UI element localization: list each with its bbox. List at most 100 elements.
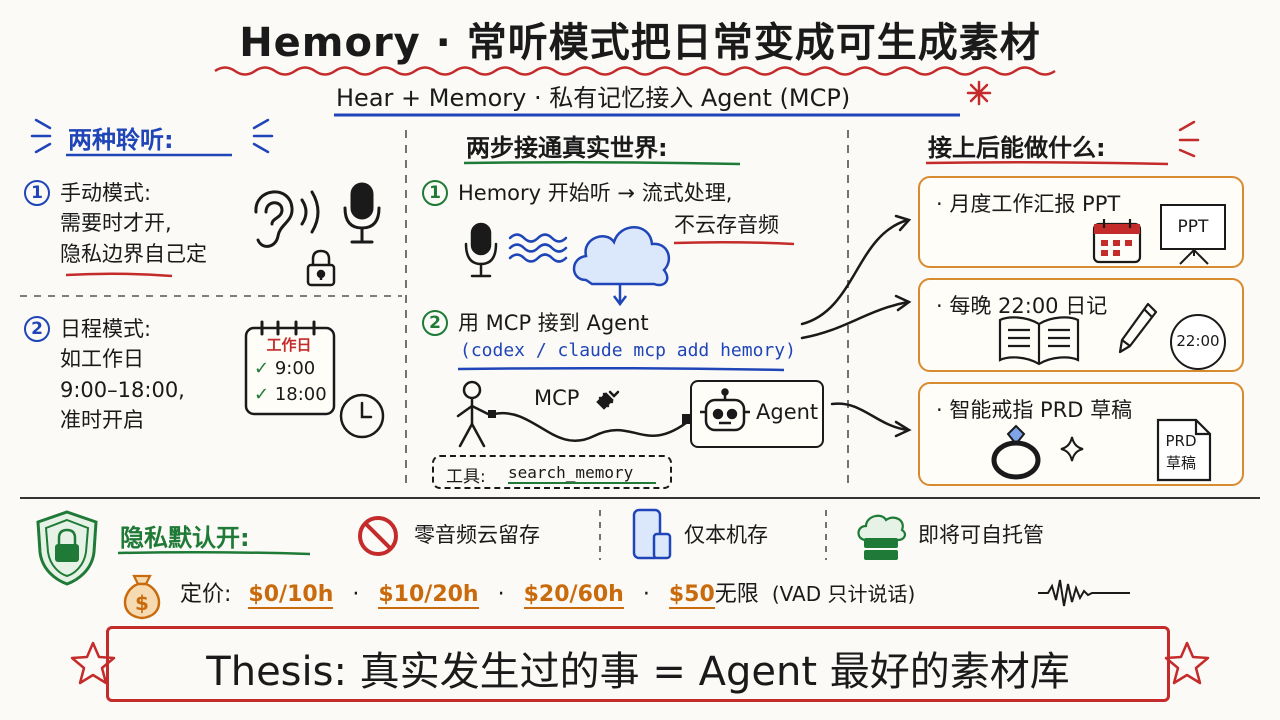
command-underline: [457, 366, 785, 372]
star-icon-right: [1164, 641, 1210, 685]
mcp-command: (codex / claude mcp add hemory): [460, 340, 796, 361]
privacy-separator: [599, 510, 601, 560]
clock-icon: [339, 393, 385, 439]
draft-badge: 草稿: [1165, 454, 1196, 472]
step-number: 2: [24, 316, 50, 343]
price-tier-10: $10/20h: [378, 582, 479, 609]
time-end: 18:00: [274, 384, 327, 405]
no-cloud-audio: 不云存音频: [674, 213, 779, 237]
calendar-title: 工作日: [266, 336, 312, 354]
emphasis-marks-left-2: [252, 118, 274, 154]
clock-badge-time: 22:00: [1176, 332, 1220, 350]
prd-badge: PRD: [1165, 432, 1197, 450]
pencil-icon: [1118, 302, 1158, 354]
cloud-server-icon: [857, 514, 907, 560]
agent-label: Agent: [756, 400, 819, 424]
manual-mode: 1 手动模式: 需要时才开, 隐私边界自己定: [24, 178, 207, 269]
step-two: 2 用 MCP 接到 Agent: [422, 308, 649, 338]
thesis-statement: Thesis: 真实发生过的事 = Agent 最好的素材库: [206, 649, 1070, 695]
check-icon: ✓: [254, 384, 270, 405]
prd-draft-doc: PRD 草稿: [1156, 418, 1212, 482]
pricing-row: 定价: $0/10h · $10/20h · $20/60h · $50无限 (…: [180, 576, 916, 609]
calendar-time-start: ✓ 9:00: [254, 358, 315, 379]
price-separator: ·: [642, 582, 650, 607]
agent-box: Agent: [690, 380, 824, 448]
calendar-time-end: ✓ 18:00: [254, 384, 327, 405]
mcp-cable: [493, 411, 692, 443]
schedule-mode-start: 准时开启: [60, 408, 144, 433]
connect-heading-underline: [463, 160, 741, 166]
pricing-note: (VAD 只计说话): [771, 582, 916, 606]
schedule-mode: 2 日程模式: 如工作日 9:00–18:00, 准时开启: [24, 314, 185, 436]
plug-icon: [596, 390, 620, 410]
no-cloud-underline: [673, 240, 795, 246]
book-icon: [998, 316, 1080, 366]
connect-heading: 两步接通真实世界:: [466, 134, 668, 162]
emphasis-marks-left: [30, 118, 52, 154]
calendar-small-icon: [1092, 219, 1142, 264]
cloud-icon: [572, 226, 671, 307]
pricing-label: 定价:: [180, 582, 232, 607]
money-bag-icon: $: [123, 574, 161, 620]
calendar-icon: [244, 320, 336, 416]
card-ring-prd: · 智能戒指 PRD 草稿 PRD 草稿: [918, 382, 1244, 486]
shield-lock-icon: [36, 510, 98, 586]
capabilities-heading: 接上后能做什么:: [928, 134, 1106, 162]
svg-text:$: $: [135, 591, 149, 615]
privacy-heading: 隐私默认开:: [120, 524, 250, 552]
step-two-text: 用 MCP 接到 Agent: [458, 311, 649, 335]
price-tier-50: $50: [668, 582, 715, 609]
clock-badge: 22:00: [1170, 314, 1226, 370]
manual-mode-desc: 需要时才开,: [60, 211, 172, 236]
mcp-label: MCP: [534, 386, 580, 410]
phone-icon: [632, 508, 672, 560]
mcp-command-text: (codex / claude mcp add hemory): [460, 340, 796, 361]
schedule-mode-hours: 9:00–18:00,: [60, 377, 185, 402]
price-separator: ·: [497, 582, 505, 607]
thesis-box: Thesis: 真实发生过的事 = Agent 最好的素材库: [106, 626, 1170, 702]
privacy-local-only: 仅本机存: [684, 523, 768, 547]
subtitle-underline: [334, 113, 960, 117]
star-icon-left: [70, 641, 116, 685]
ear-icon: [254, 190, 320, 248]
title-underline: [214, 66, 1056, 76]
waveform-icon: [1038, 579, 1130, 607]
privacy-separator-2: [825, 510, 827, 560]
section-divider: [20, 497, 1260, 499]
sparkle-icon: [966, 80, 992, 106]
price-tier-20: $20/60h: [523, 582, 624, 609]
tool-name: search_memory: [508, 463, 634, 482]
divider-left: [405, 130, 407, 490]
emphasis-marks-right: [1178, 120, 1200, 158]
card-nightly-diary: · 每晚 22:00 日记 22:00: [918, 278, 1244, 372]
price-tier-free: $0/10h: [248, 582, 334, 609]
step-number: 2: [422, 310, 448, 337]
privacy-no-cloud: 零音频云留存: [414, 523, 540, 547]
tool-prefix: 工具:: [446, 467, 486, 487]
prohibited-icon: [358, 516, 398, 556]
workday-calendar: 工作日 ✓ 9:00 ✓ 18:00: [244, 320, 338, 418]
step-number: 1: [422, 180, 448, 207]
mode-divider: [20, 295, 402, 297]
step-number: 1: [24, 180, 50, 207]
card-nightly-diary-label: · 每晚 22:00 日记: [936, 294, 1108, 318]
capabilities-underline: [925, 160, 1169, 166]
tool-chip: 工具: search_memory: [432, 455, 672, 489]
time-start: 9:00: [274, 358, 316, 379]
price-separator: ·: [352, 582, 360, 607]
sparkle-star-icon: [1060, 436, 1084, 462]
privacy-heading-underline: [117, 550, 311, 556]
page-title: Hemory · 常听模式把日常变成可生成素材: [239, 20, 1041, 66]
sound-wave-icon: [508, 233, 568, 263]
manual-mode-title: 手动模式:: [60, 181, 152, 205]
ppt-badge: PPT: [1160, 204, 1226, 250]
ring-icon: [991, 424, 1041, 480]
manual-mode-boundary: 隐私边界自己定: [60, 241, 207, 266]
tool-underline: [508, 482, 656, 484]
easel-icon: [1179, 248, 1209, 265]
schedule-mode-desc: 如工作日: [60, 347, 144, 372]
schedule-mode-title: 日程模式:: [60, 317, 152, 341]
card-ring-prd-label: · 智能戒指 PRD 草稿: [936, 398, 1133, 422]
lock-icon: [306, 249, 336, 287]
